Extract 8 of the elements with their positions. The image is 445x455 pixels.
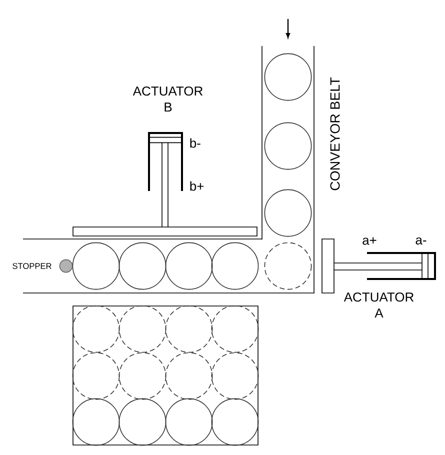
actuator-label: ACTUATOR A <box>344 292 414 318</box>
actuator-label: ACTUATOR B <box>132 86 203 112</box>
conveyor-label: CONVEYOR BELT <box>330 77 340 190</box>
position-label: b+ <box>190 181 204 191</box>
stopper-label: STOPPER <box>12 263 52 269</box>
position-label: a+ <box>362 237 376 245</box>
position-label: a- <box>416 237 426 245</box>
position-label: b- <box>190 138 200 148</box>
